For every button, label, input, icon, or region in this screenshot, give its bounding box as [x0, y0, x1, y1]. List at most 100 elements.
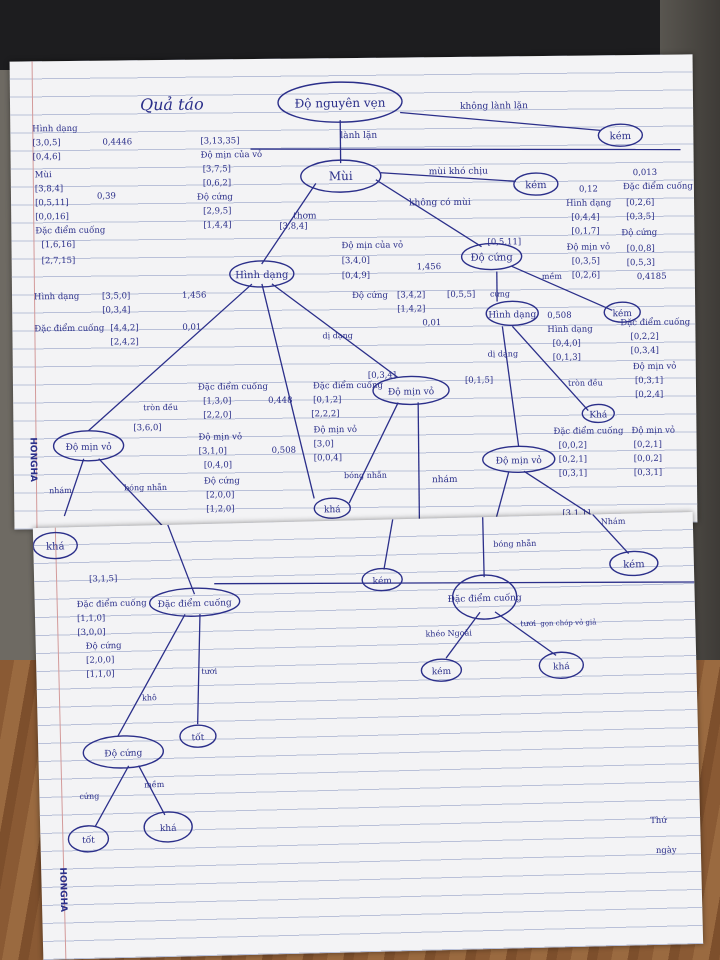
handwritten-label: gọn chóp vỏ giả [540, 617, 596, 627]
handwritten-label: Độ mịn vỏ [65, 442, 111, 453]
handwritten-label: 0,12 [579, 184, 598, 194]
handwritten-label: 0,013 [633, 168, 657, 178]
handwritten-label: Đặc điểm cuống [620, 315, 691, 328]
tree-edge [98, 458, 165, 529]
tree-edge [375, 179, 482, 248]
handwritten-label: [0,0,16] [35, 212, 69, 222]
handwritten-label: 0,01 [422, 318, 441, 328]
handwritten-label: Độ mịn vỏ [566, 241, 610, 252]
handwritten-label: khá [160, 823, 178, 834]
tree-edge [400, 111, 601, 132]
handwritten-label: 0,4185 [637, 272, 667, 282]
page-title: Quả táo [140, 95, 204, 115]
handwritten-label: dị dạng [488, 349, 518, 358]
handwritten-label: kém [525, 180, 547, 191]
tree-edge [94, 765, 130, 828]
tree-edge [445, 611, 481, 659]
handwritten-label: [0,4,0] [553, 339, 581, 349]
handwritten-label: [1,4,4] [203, 220, 231, 230]
handwritten-label: khá [553, 661, 571, 672]
handwritten-label: [4,4,2] [110, 323, 138, 333]
leaf-node [581, 403, 615, 424]
handwritten-label: [1,4,2] [397, 304, 425, 314]
handwritten-label: Hình dạng [235, 270, 289, 282]
handwritten-label: Hình dạng [547, 323, 593, 334]
tree-edge [380, 172, 516, 182]
handwritten-label: [3,8,4] [35, 184, 63, 194]
tree-edge [214, 581, 695, 585]
handwritten-label: thơm [293, 211, 317, 221]
handwritten-label: Độ cứng [471, 252, 514, 263]
leaf-node [67, 825, 110, 853]
handwritten-label: Độ cứng [621, 227, 658, 238]
handwritten-label: [0,3,1] [559, 469, 587, 479]
handwritten-label: Độ mịn vỏ [388, 386, 434, 397]
tree-edge [63, 458, 85, 517]
handwritten-label: Đặc điểm cuống [553, 424, 624, 437]
handwritten-label: Độ mịn vỏ [198, 431, 242, 442]
handwritten-label: Độ mịn của vỏ [341, 239, 403, 251]
handwritten-label: [3,8,4] [279, 221, 307, 231]
handwritten-label: dị dạng [322, 331, 352, 340]
handwritten-label: [0,5,5] [447, 290, 475, 300]
handwritten-label: [3,1,0] [199, 446, 227, 456]
handwritten-label: [2,0,0] [86, 655, 115, 666]
handwritten-label: [0,1,7] [571, 226, 599, 236]
handwritten-label: Mùi [329, 169, 353, 183]
handwritten-label: [1,6,16] [41, 240, 75, 250]
tree-node [482, 445, 556, 473]
handwritten-label: kém [613, 308, 633, 319]
handwritten-label: cứng [490, 289, 510, 298]
handwritten-label: khéo Ngoài [425, 628, 472, 638]
handwritten-label: kém [623, 559, 645, 571]
handwritten-label: [0,3,4] [368, 371, 396, 381]
tree-node [300, 159, 382, 193]
handwritten-label: kém [610, 131, 632, 142]
handwritten-label: [0,3,5] [626, 212, 654, 222]
handwritten-label: Đặc điểm cuống [158, 596, 233, 610]
handwritten-label: Đặc điểm cuống [34, 322, 105, 335]
handwritten-label: [2,7,15] [42, 256, 76, 266]
handwritten-label: tốt [82, 835, 95, 846]
handwritten-label: mùi khó chịu [429, 166, 488, 178]
handwritten-label: [3,13,35] [200, 136, 239, 146]
handwritten-label: [0,3,1] [634, 468, 662, 478]
tree-node [485, 300, 539, 327]
handwritten-label: mềm [144, 780, 165, 789]
handwritten-label: [0,2,6] [626, 198, 654, 208]
handwritten-label: [3,4,0] [342, 256, 370, 266]
handwritten-label: [0,2,1] [634, 440, 662, 450]
handwritten-label: 1,456 [417, 262, 441, 272]
handwritten-label: [3,6,0] [133, 423, 161, 433]
handwritten-label: lành lặn [340, 130, 377, 141]
tree-node [82, 735, 165, 769]
handwritten-label: [0,2,4] [635, 390, 663, 400]
handwritten-label: Hình dạng [488, 309, 536, 321]
handwritten-label: [3,7,5] [203, 164, 231, 174]
handwritten-label: Độ mịn vỏ [631, 425, 675, 436]
handwritten-label: kém [372, 575, 392, 586]
handwritten-label: [2,4,2] [110, 337, 138, 347]
handwritten-label: [1,2,0] [206, 504, 234, 514]
handwritten-label: [2,0,0] [206, 490, 234, 500]
handwritten-label: Đặc điểm cuống [448, 591, 523, 605]
leaf-node [143, 811, 193, 843]
tree-node [451, 574, 518, 620]
handwritten-label: Thứ [650, 815, 667, 826]
handwritten-label: tốt [191, 732, 204, 743]
handwritten-label: [0,5,11] [487, 237, 521, 247]
handwritten-label: [0,5,3] [627, 258, 655, 268]
handwritten-label: Độ mịn của vỏ [201, 149, 263, 161]
handwritten-label: khá [46, 541, 65, 552]
notebook-page-top: HONGHA Quả táo Độ nguyên vẹn kém Mùi kém [9, 54, 698, 530]
handwritten-label: [2,9,5] [203, 206, 231, 216]
handwritten-label: Hình dạng [566, 197, 612, 208]
handwritten-label: nhám [49, 486, 72, 495]
handwritten-label: ngày [656, 844, 677, 856]
handwritten-label: khá [324, 504, 341, 515]
tree-edge [117, 614, 186, 737]
handwritten-label: [0,0,8] [627, 244, 655, 254]
handwritten-label: tròn đều [568, 378, 603, 387]
handwritten-label: Đặc điểm cuống [313, 379, 384, 392]
handwritten-label: [0,3,1] [635, 376, 663, 386]
